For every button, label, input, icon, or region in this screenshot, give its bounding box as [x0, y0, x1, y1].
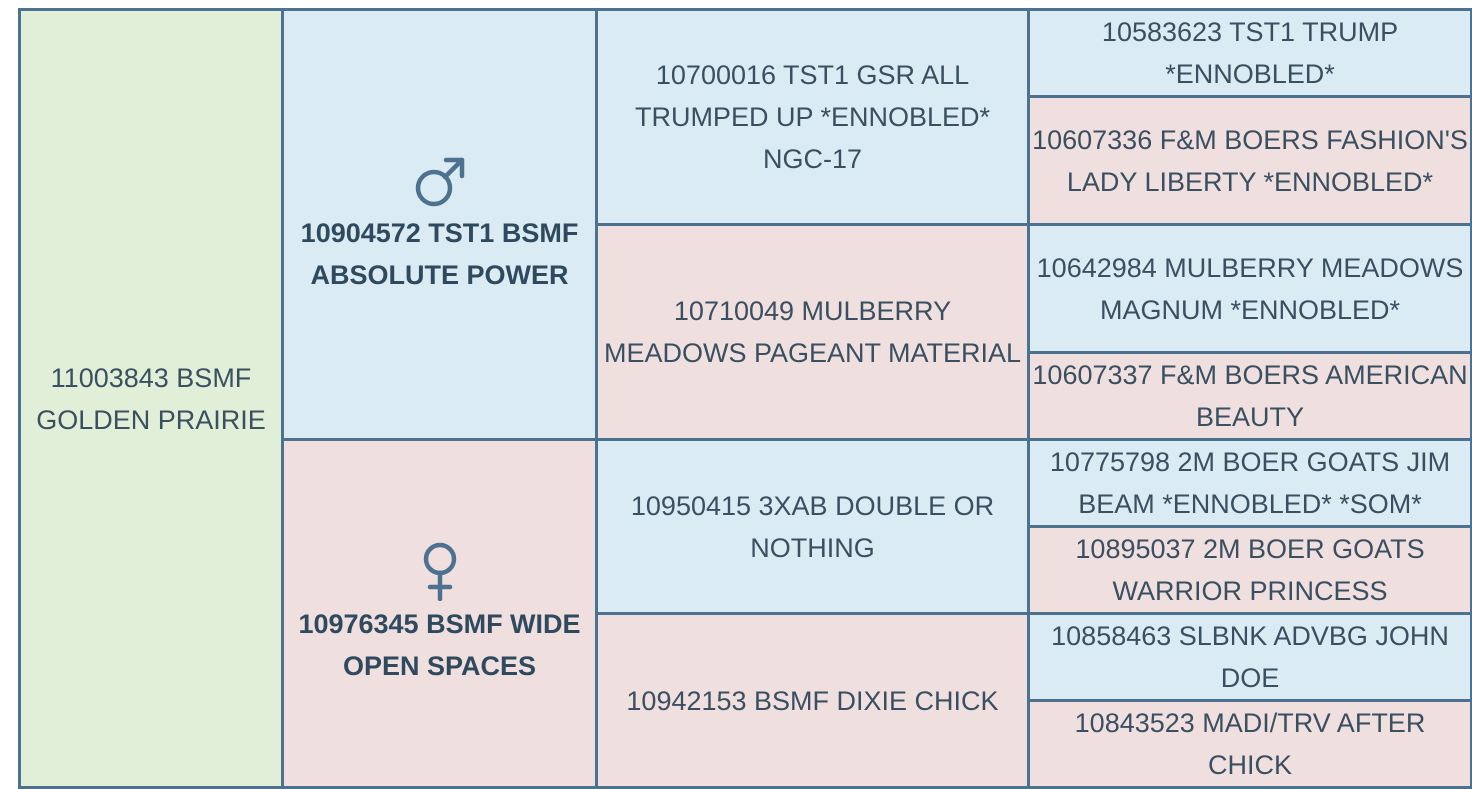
dam-dam-label: 10942153 BSMF DIXIE CHICK: [626, 685, 999, 716]
sire-sire-cell: 10700016 TST1 GSR ALL TRUMPED UP *ENNOBL…: [595, 8, 1030, 226]
dam-sire-dam-label: 10895037 2M BOER GOATS WARRIOR PRINCESS: [1075, 534, 1425, 606]
dam-label: 10976345 BSMF WIDE OPEN SPACES: [298, 608, 581, 681]
sire-dam-dam-cell: 10607337 F&M BOERS AMERICAN BEAUTY: [1027, 351, 1472, 441]
sire-label: 10904572 TST1 BSMF ABSOLUTE POWER: [300, 217, 579, 290]
pedigree-table: 11003843 BSMF GOLDEN PRAIRIE 10904572 TS…: [18, 8, 1472, 789]
dam-dam-sire-cell: 10858463 SLBNK ADVBG JOHN DOE: [1027, 612, 1472, 702]
sire-dam-sire-label: 10642984 MULBERRY MEADOWS MAGNUM *ENNOBL…: [1036, 252, 1464, 325]
dam-cell: 10976345 BSMF WIDE OPEN SPACES: [281, 438, 598, 789]
dam-sire-dam-cell: 10895037 2M BOER GOATS WARRIOR PRINCESS: [1027, 525, 1472, 615]
dam-dam-cell: 10942153 BSMF DIXIE CHICK: [595, 612, 1030, 789]
sire-dam-sire-cell: 10642984 MULBERRY MEADOWS MAGNUM *ENNOBL…: [1027, 223, 1472, 354]
dam-sire-sire-label: 10775798 2M BOER GOATS JIM BEAM *ENNOBLE…: [1049, 447, 1451, 519]
sire-sire-dam-cell: 10607336 F&M BOERS FASHION'S LADY LIBERT…: [1027, 95, 1472, 226]
sire-dam-label: 10710049 MULBERRY MEADOWS PAGEANT MATERI…: [603, 296, 1022, 368]
sire-dam-dam-label: 10607337 F&M BOERS AMERICAN BEAUTY: [1032, 360, 1468, 432]
dam-sire-label: 10950415 3XAB DOUBLE OR NOTHING: [630, 490, 995, 563]
sire-cell: 10904572 TST1 BSMF ABSOLUTE POWER: [281, 8, 598, 441]
dam-sire-cell: 10950415 3XAB DOUBLE OR NOTHING: [595, 438, 1030, 615]
dam-dam-dam-label: 10843523 MADI/TRV AFTER CHICK: [1074, 708, 1426, 780]
female-symbol-icon: [423, 542, 456, 601]
subject-label: 11003843 BSMF GOLDEN PRAIRIE: [36, 362, 266, 435]
sire-sire-dam-label: 10607336 F&M BOERS FASHION'S LADY LIBERT…: [1032, 124, 1468, 197]
dam-sire-sire-cell: 10775798 2M BOER GOATS JIM BEAM *ENNOBLE…: [1027, 438, 1472, 528]
male-symbol-icon: [415, 157, 464, 206]
sire-sire-sire-cell: 10583623 TST1 TRUMP *ENNOBLED*: [1027, 8, 1472, 98]
subject-animal: 11003843 BSMF GOLDEN PRAIRIE: [18, 8, 284, 789]
dam-dam-sire-label: 10858463 SLBNK ADVBG JOHN DOE: [1051, 621, 1449, 693]
sire-sire-sire-label: 10583623 TST1 TRUMP *ENNOBLED*: [1101, 17, 1399, 89]
sire-dam-cell: 10710049 MULBERRY MEADOWS PAGEANT MATERI…: [595, 223, 1030, 441]
sire-sire-label: 10700016 TST1 GSR ALL TRUMPED UP *ENNOBL…: [634, 60, 991, 174]
dam-dam-dam-cell: 10843523 MADI/TRV AFTER CHICK: [1027, 699, 1472, 789]
